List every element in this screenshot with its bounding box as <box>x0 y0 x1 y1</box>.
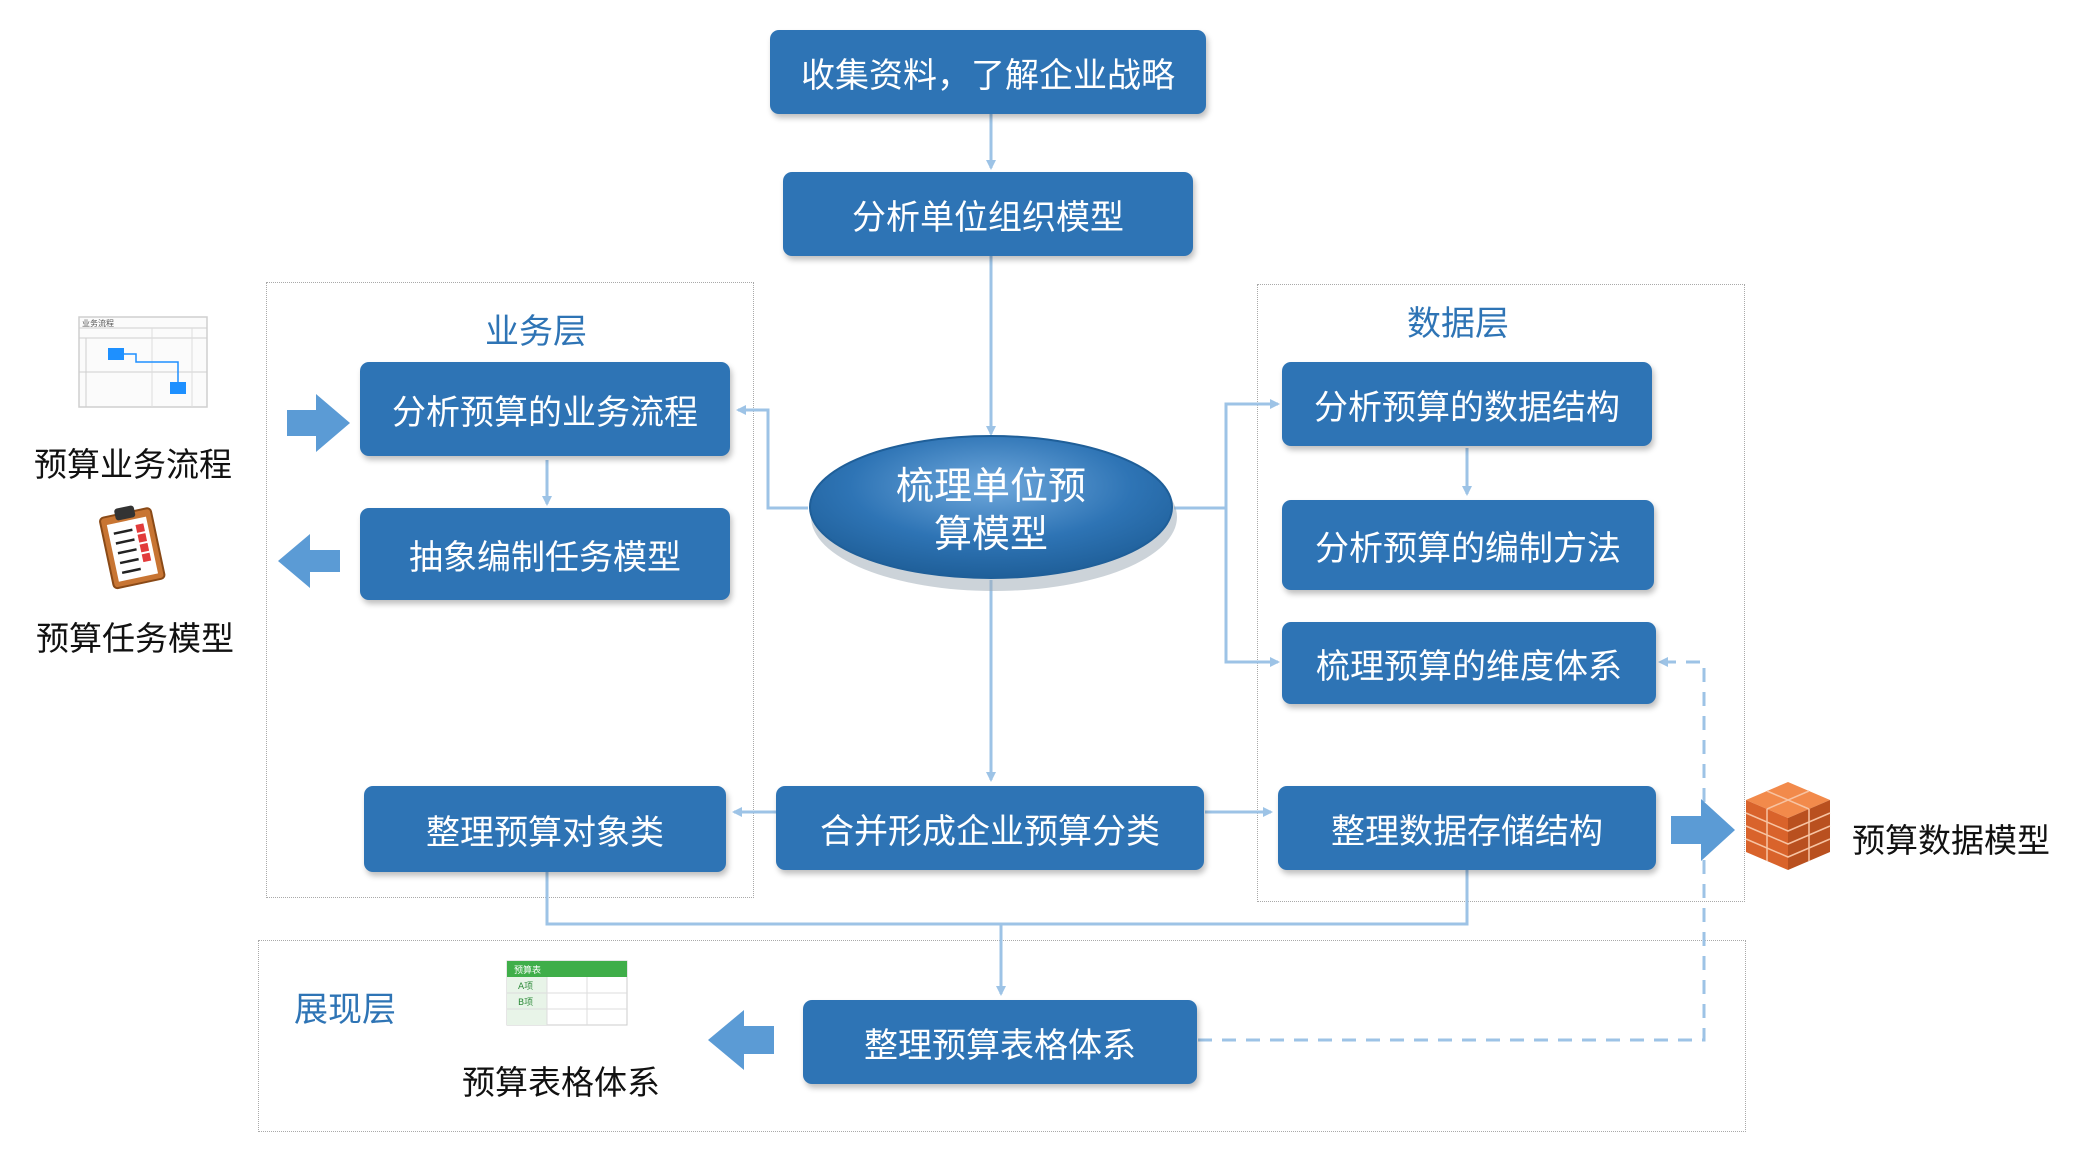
spreadsheet-icon: 预算表 A项 B项 <box>506 960 628 1026</box>
node-abstract-task[interactable]: 抽象编制任务模型 <box>360 508 730 600</box>
node-data-struct[interactable]: 分析预算的数据结构 <box>1282 362 1652 446</box>
arrow-core-to-dimension <box>1224 508 1280 667</box>
node-object-class[interactable]: 整理预算对象类 <box>364 786 726 872</box>
business-layer <box>266 282 754 898</box>
clipboard-checklist-icon <box>99 505 166 590</box>
node-dimension[interactable]: 梳理预算的维度体系 <box>1282 622 1656 704</box>
data-layer-title: 数据层 <box>1407 304 1509 344</box>
label-data-model: 预算数据模型 <box>1852 821 2050 860</box>
core-node-line1: 梳理单位预 <box>895 464 1086 508</box>
arrow-core-to-bizflow <box>736 405 808 510</box>
node-collect[interactable]: 收集资料，了解企业战略 <box>770 30 1206 114</box>
big-arrow-out-storage <box>1671 799 1735 861</box>
node-method[interactable]: 分析预算的编制方法 <box>1282 500 1654 590</box>
data-layer <box>1257 284 1745 902</box>
line-object-down <box>545 870 1469 926</box>
node-biz-flow[interactable]: 分析预算的业务流程 <box>360 362 730 456</box>
flowchart-thumbnail-icon: 业务流程 <box>78 316 208 408</box>
sheet-row-b: B项 <box>518 997 533 1008</box>
label-table-system: 预算表格体系 <box>462 1063 660 1102</box>
core-node-line2: 算模型 <box>933 512 1048 556</box>
arrow-core-to-datastruct <box>1174 399 1280 510</box>
big-arrow-out-table <box>708 1010 774 1070</box>
node-merge[interactable]: 合并形成企业预算分类 <box>776 786 1204 870</box>
node-analyze-org[interactable]: 分析单位组织模型 <box>783 172 1193 256</box>
sheet-title: 预算表 <box>514 964 541 976</box>
big-arrow-out-task <box>278 534 340 588</box>
label-biz-flow: 预算业务流程 <box>34 445 232 484</box>
big-arrow-into-bizflow <box>287 394 350 452</box>
core-node[interactable]: 梳理单位预 算模型 <box>840 462 1142 558</box>
node-table-system[interactable]: 整理预算表格体系 <box>803 1000 1197 1084</box>
presentation-layer-title: 展现层 <box>294 990 396 1030</box>
brick-cube-icon <box>1745 782 1831 870</box>
dashed-table-to-dimension <box>1198 657 1706 1042</box>
label-task-model: 预算任务模型 <box>36 619 234 658</box>
flow-thumbnail-title: 业务流程 <box>82 318 114 328</box>
business-layer-title: 业务层 <box>485 312 587 352</box>
sheet-row-a: A项 <box>518 981 533 992</box>
node-storage[interactable]: 整理数据存储结构 <box>1278 786 1656 870</box>
